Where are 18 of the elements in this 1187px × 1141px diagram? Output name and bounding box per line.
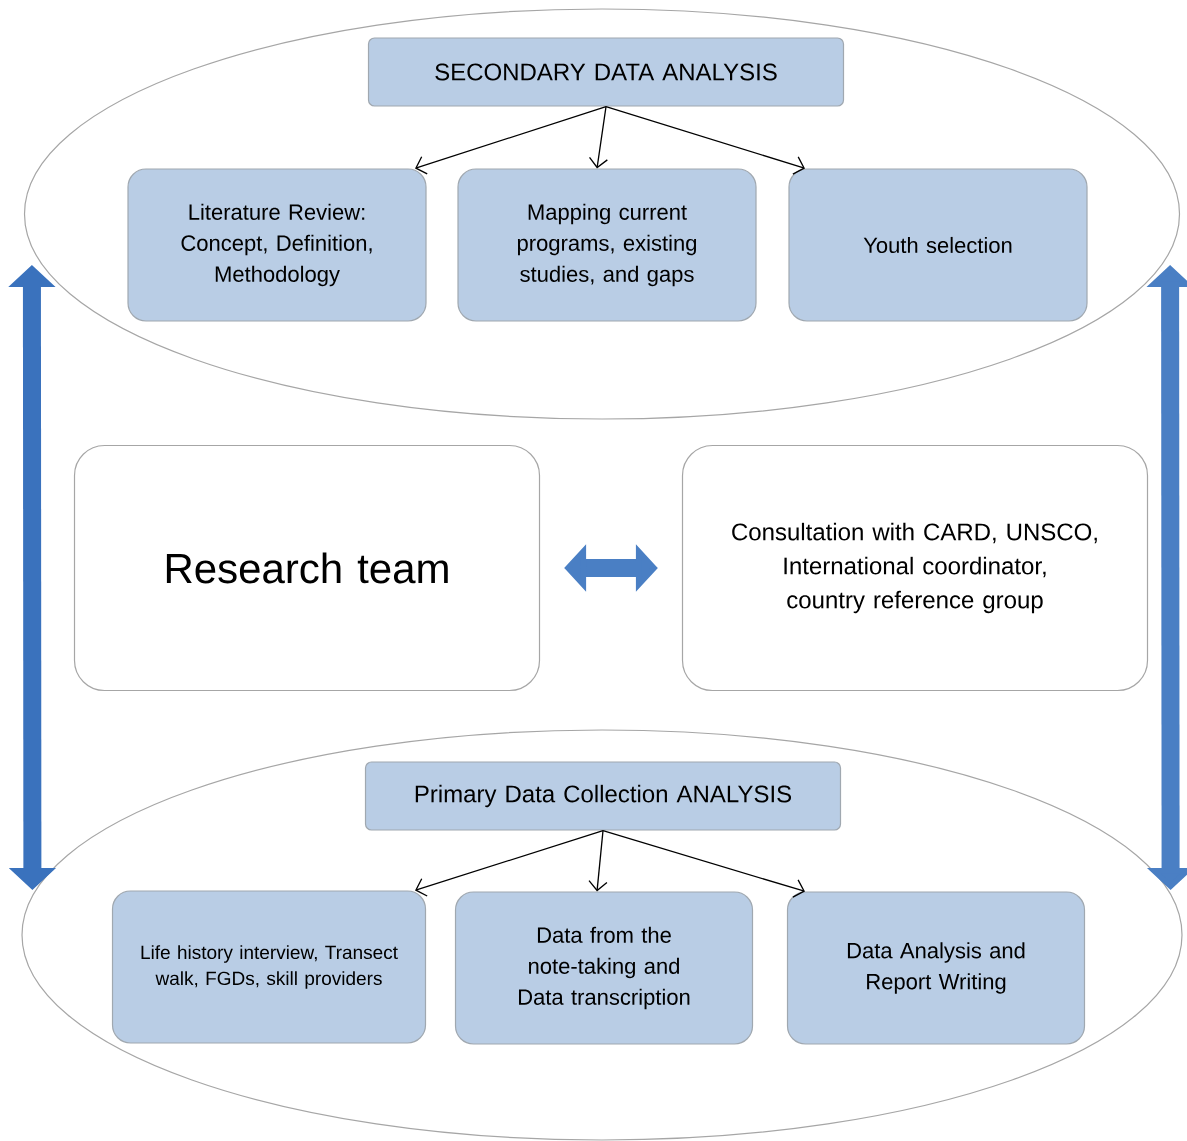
process-box: Mapping current programs, existing studies, and gaps (457, 168, 757, 322)
process-box: Youth selection (788, 168, 1088, 322)
arrow (602, 829, 805, 898)
group-ellipse (23, 8, 1181, 420)
arrow (415, 105, 607, 175)
heading-box: SECONDARY DATA ANALYSIS (367, 37, 845, 107)
group-ellipse (21, 729, 1183, 1141)
arrow (588, 105, 608, 169)
process-box: Data Analysis and Report Writing (786, 891, 1086, 1045)
process-box: Life history interview, Transect walk, FGDs, skill providers (111, 890, 427, 1044)
heading-box: Primary Data Collection ANALYSIS (364, 761, 842, 831)
arrow (415, 829, 604, 897)
rounded-box: Consultation with CARD, UNSCO, International coordinator, country reference group (681, 444, 1149, 692)
process-box: Data from the note-taking and Data transcription (454, 891, 754, 1045)
arrow (588, 829, 608, 892)
rounded-box: Research team (73, 444, 541, 692)
process-box: Literature Review: Concept, Definition, Methodology (127, 168, 427, 322)
arrow (605, 105, 805, 175)
